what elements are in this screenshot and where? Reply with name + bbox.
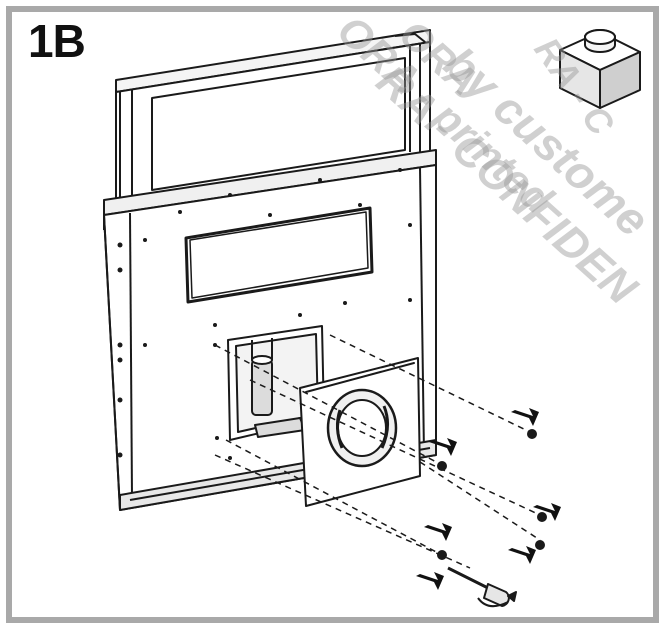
arrow-icon — [424, 523, 452, 541]
step-label: 1B — [28, 15, 86, 67]
mounting-holes — [117, 168, 412, 460]
arrow-icon — [511, 408, 539, 426]
duct-adapter-icon — [559, 29, 641, 109]
control-panel — [184, 206, 374, 304]
arrow-icon — [416, 572, 444, 590]
arrow-icon — [429, 438, 457, 456]
alignment-lines — [214, 334, 541, 569]
screw-icon — [437, 429, 547, 560]
arrow-icon — [533, 503, 561, 521]
screwdriver-icon — [447, 566, 517, 608]
motor-opening — [227, 325, 325, 441]
arrow-icon — [508, 546, 536, 564]
direction-arrows — [416, 408, 561, 590]
